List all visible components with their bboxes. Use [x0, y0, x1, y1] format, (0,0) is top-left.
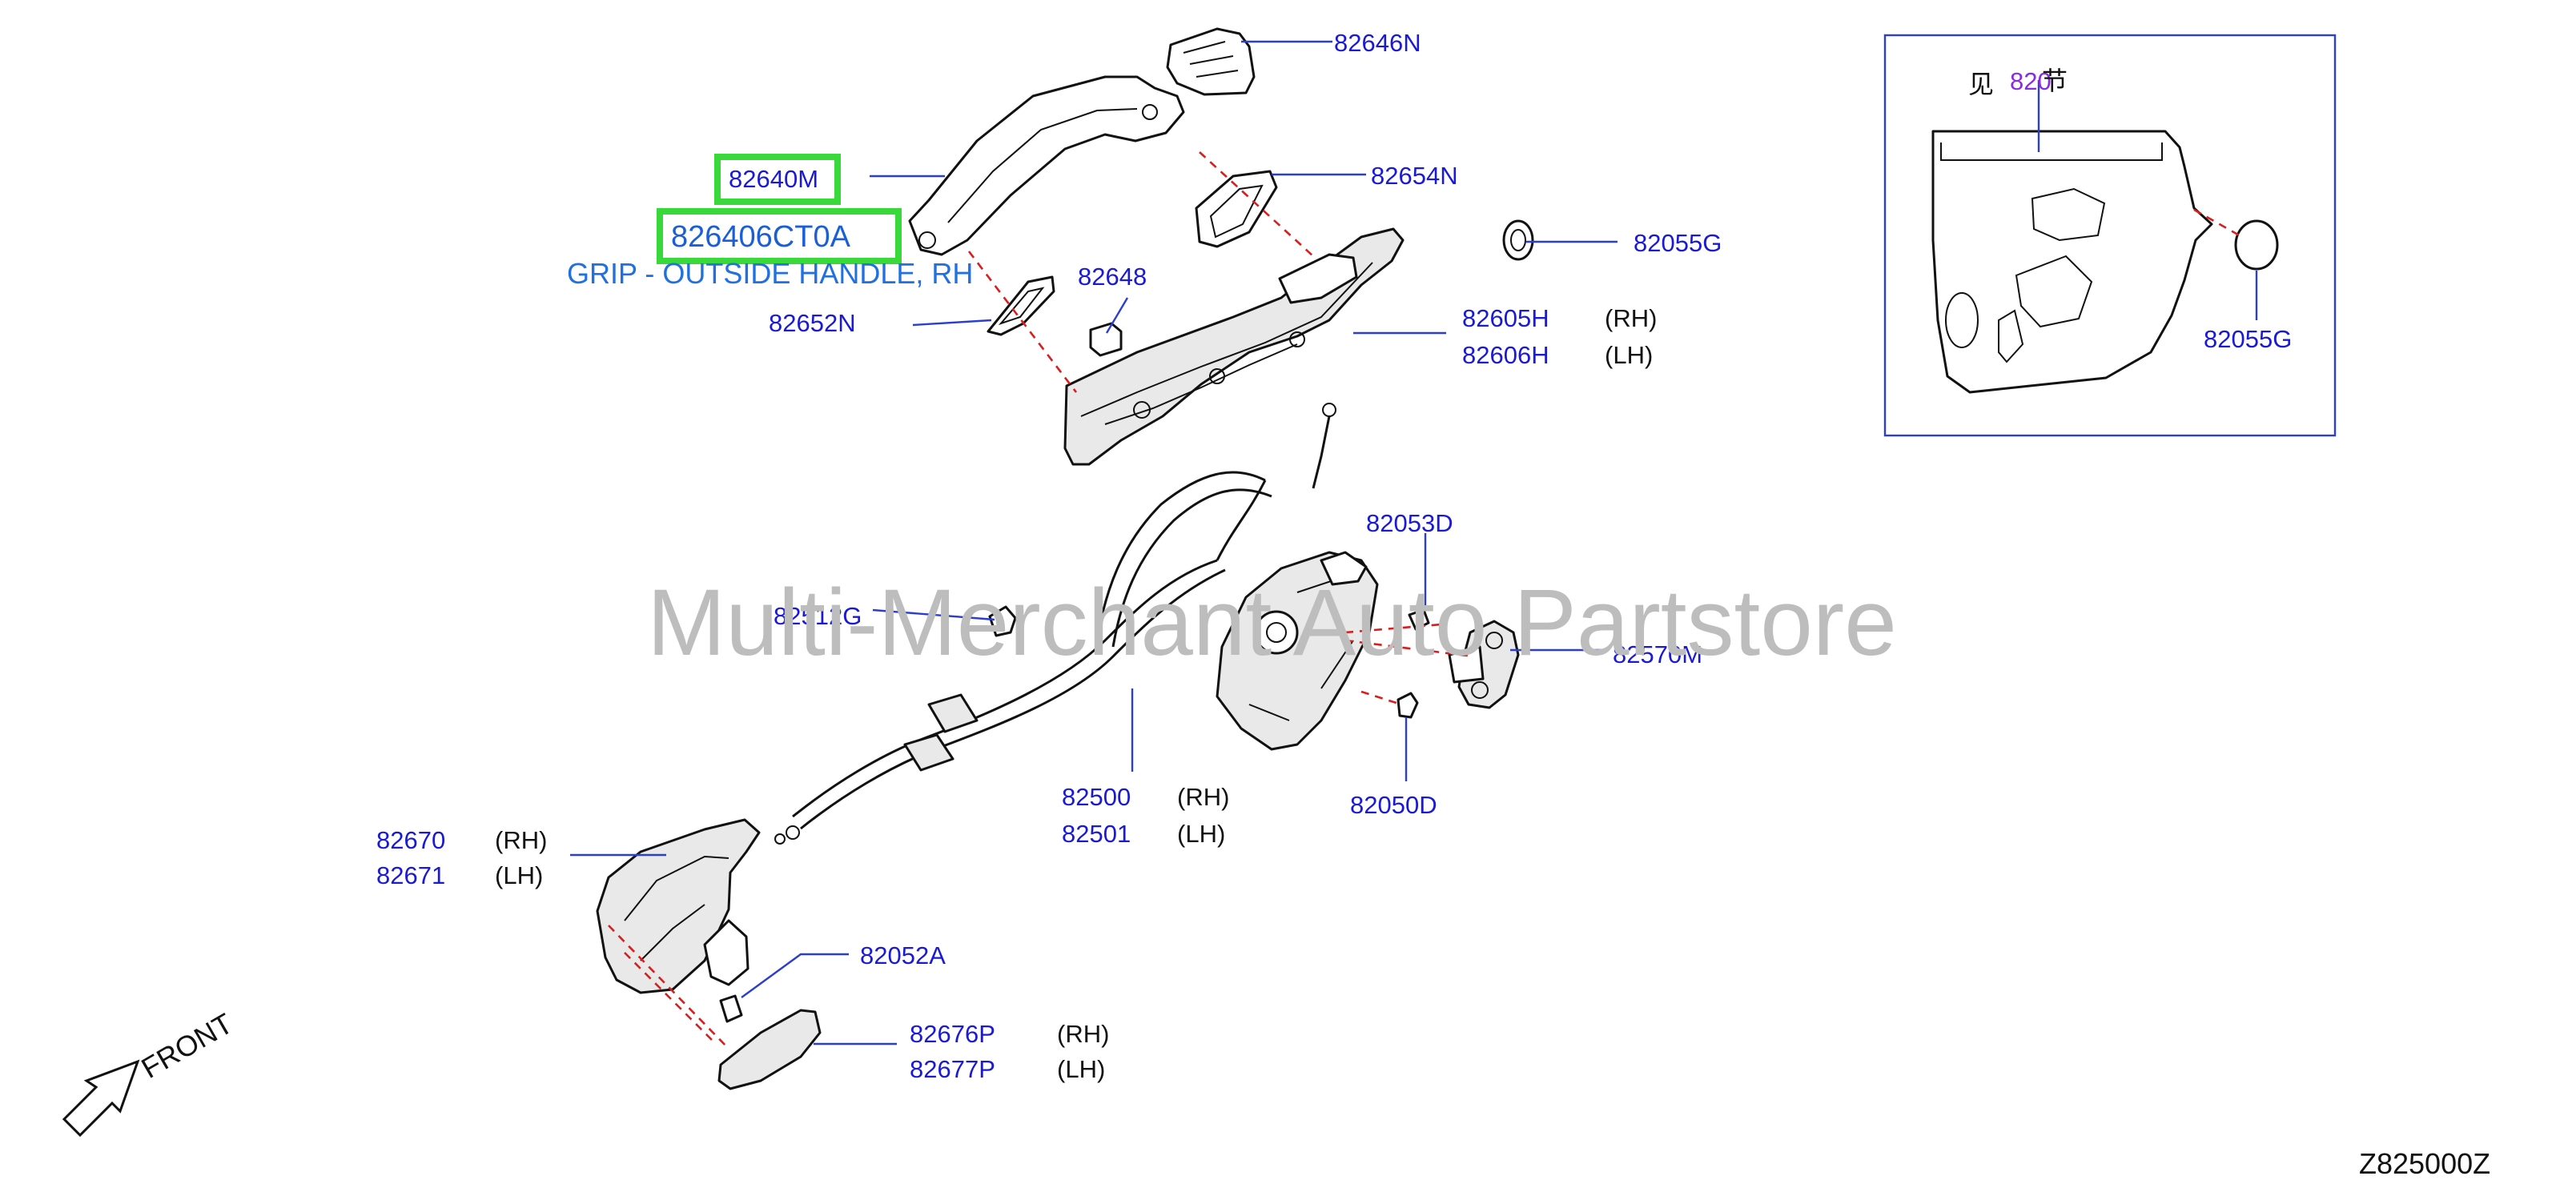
side-82605H: (RH)	[1605, 304, 1657, 332]
handle-frame-drawing	[1063, 227, 1405, 466]
label-82646N: 82646N	[1334, 29, 1421, 57]
inset-panel	[1883, 34, 2337, 437]
label-82500: 82500	[1062, 783, 1131, 811]
handle-end-cap-drawing	[1166, 27, 1256, 96]
highlight-box-part-number	[657, 208, 902, 264]
label-82055G: 82055G	[1634, 229, 1722, 257]
inside-handle-drawing	[596, 818, 761, 994]
cable-drawing	[774, 403, 1336, 845]
door-lock-actuator-drawing	[1216, 551, 1379, 751]
inside-handle-screw-drawing	[719, 994, 743, 1023]
label-82512G: 82512G	[774, 602, 862, 630]
screw-bottom-drawing	[1397, 692, 1419, 719]
label-82605H: 82605H	[1462, 304, 1549, 332]
side-82606H: (LH)	[1605, 341, 1653, 369]
inset-ref-suffix: 节	[2042, 66, 2068, 96]
watermark: Multi-Merchant Auto Partstore	[647, 570, 1897, 676]
side-82501: (LH)	[1177, 820, 1225, 848]
label-82052A: 82052A	[860, 941, 946, 969]
label-82676P: 82676P	[910, 1020, 995, 1048]
escutcheon-drawing	[717, 1009, 822, 1090]
label-82640M: 82640M	[729, 165, 818, 193]
side-82677P: (LH)	[1057, 1055, 1105, 1083]
label-82648: 82648	[1078, 263, 1147, 291]
front-gasket-drawing	[987, 275, 1055, 336]
highlight-part-number: 826406CT0A	[671, 220, 851, 254]
side-82500: (RH)	[1177, 783, 1229, 811]
label-82652N: 82652N	[769, 309, 856, 337]
label-82654N: 82654N	[1371, 162, 1458, 190]
alignment-lines	[608, 151, 1474, 1050]
side-82676P: (RH)	[1057, 1020, 1109, 1048]
inset-label-82055G: 82055G	[2204, 325, 2292, 353]
inset-ref-prefix: 见	[1968, 69, 1994, 99]
side-82670: (RH)	[495, 826, 547, 854]
outside-handle-drawing	[908, 75, 1185, 256]
label-82570M: 82570M	[1613, 640, 1702, 668]
highlight-description: GRIP - OUTSIDE HANDLE, RH	[567, 257, 973, 290]
leader-lines	[570, 40, 1618, 1046]
front-arrow-icon	[62, 1059, 140, 1138]
inset-ref-number[interactable]: 820	[2010, 67, 2052, 95]
label-82053D: 82053D	[1366, 509, 1453, 537]
highlight-box-82640M	[714, 154, 841, 205]
label-82501: 82501	[1062, 820, 1131, 848]
label-82670: 82670	[376, 826, 445, 854]
clip-drawing	[1089, 322, 1123, 357]
diagram-code: Z825000Z	[2359, 1147, 2490, 1180]
label-82677P: 82677P	[910, 1055, 995, 1083]
front-label: FRONT	[136, 1006, 239, 1085]
screw-top-drawing	[1408, 608, 1430, 631]
side-82671: (LH)	[495, 861, 543, 889]
cable-clip-drawing	[988, 605, 1017, 637]
label-82606H: 82606H	[1462, 341, 1549, 369]
rear-gasket-drawing	[1195, 170, 1278, 248]
striker-drawing	[1448, 620, 1520, 709]
label-82050D: 82050D	[1350, 791, 1437, 819]
grommet-drawing	[1502, 219, 1534, 261]
label-82671: 82671	[376, 861, 445, 889]
